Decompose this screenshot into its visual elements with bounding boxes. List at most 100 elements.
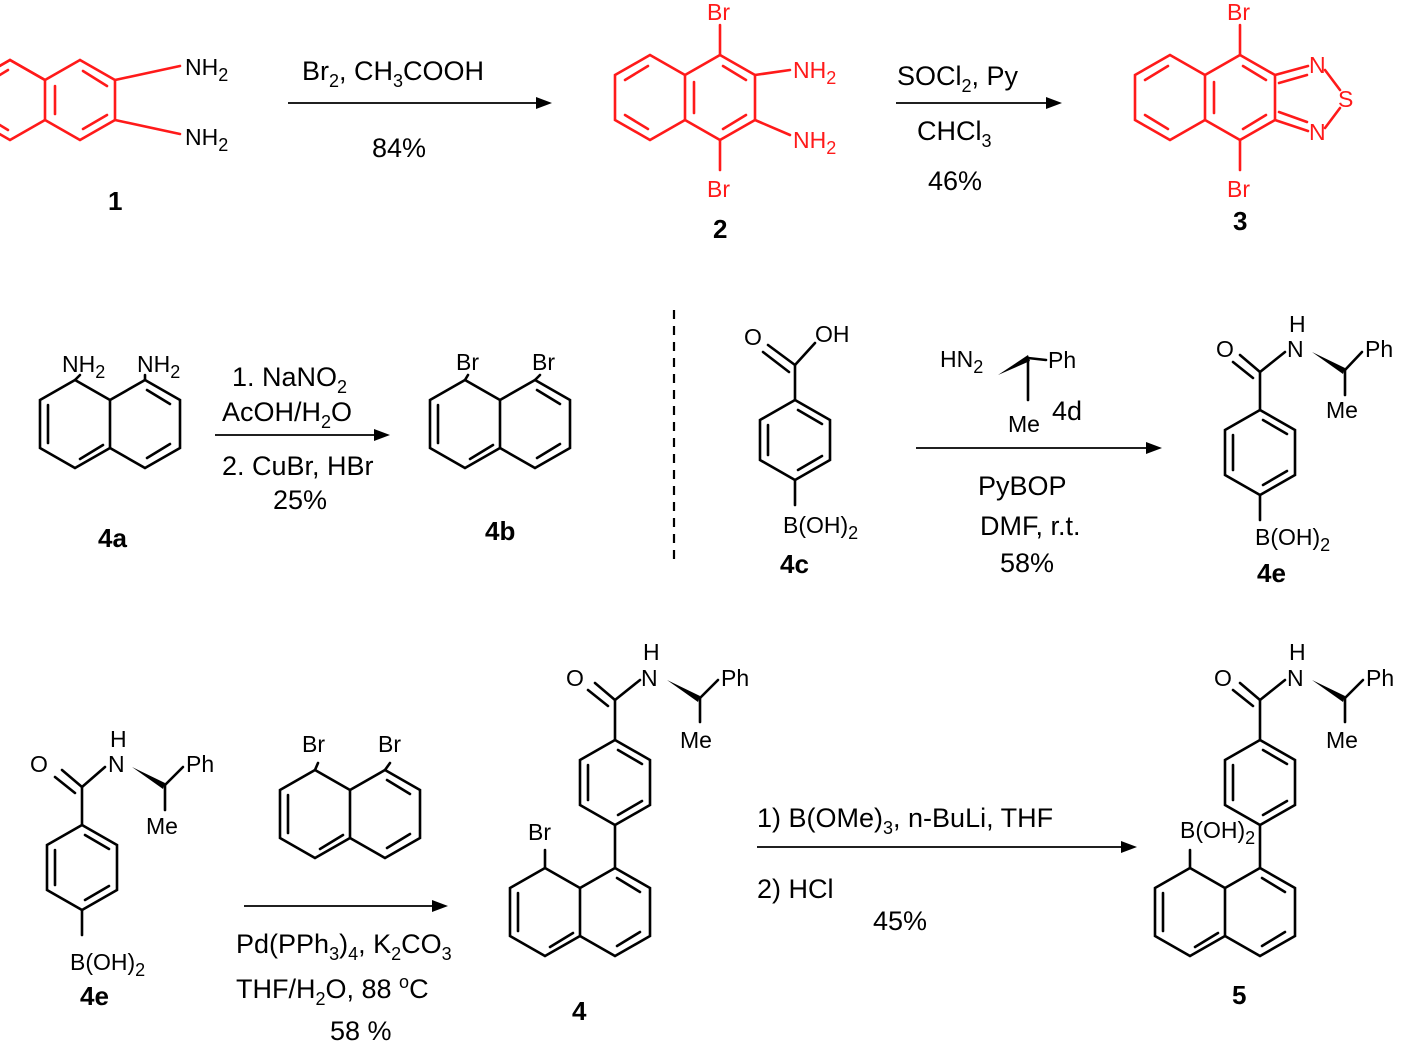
compound-4a-structure [38, 373, 182, 470]
nitrogen-label: N [1287, 336, 1304, 362]
amine-label: NH2 [793, 127, 836, 158]
methyl-label: Me [1326, 727, 1358, 753]
sulfur-label: S [1338, 86, 1353, 112]
hydrogen-label: H [643, 639, 660, 665]
bromine-label: Br [707, 0, 730, 25]
reaction-arrow-5: Pd(PPh3)4, K2CO3 THF/H2O, 88 oC 58 % [236, 900, 452, 1043]
step6-yield: 45% [873, 906, 927, 936]
compound-number-2: 2 [713, 214, 727, 244]
step3-solvent: AcOH/H2O [222, 397, 352, 432]
boronic-acid-label: B(OH)2 [1255, 524, 1330, 555]
compound-5-structure [1153, 678, 1365, 958]
amine-label: NH2 [137, 351, 180, 382]
oxygen-label: O [744, 324, 762, 350]
compound-3-structure [1133, 23, 1342, 172]
hydrogen-label: H [1289, 639, 1306, 665]
compound-1-structure [0, 58, 182, 142]
compound-number-1: 1 [108, 186, 122, 216]
amine-label: NH2 [62, 351, 105, 382]
phenyl-label: Ph [1366, 665, 1394, 691]
dibromonaphthalene-reagent: Br Br [278, 731, 422, 860]
compound-4b-structure [428, 373, 572, 470]
step3-yield: 25% [273, 485, 327, 515]
reaction-arrow-4: PyBOP DMF, r.t. 58% [916, 442, 1162, 578]
compound-3-labels: Br Br N N S 3 [1227, 0, 1353, 236]
compound-4a-labels: NH2 NH2 4a [62, 351, 180, 553]
compound-4e-labels-repeat: O H N Ph Me B(OH)2 4e [30, 726, 214, 1011]
nitrogen-label: N [1287, 665, 1304, 691]
compound-4e-structure-repeat [45, 765, 185, 937]
compound-4c-labels: O OH B(OH)2 4c [744, 321, 858, 579]
reaction-arrow-2: SOCl2, Py CHCl3 46% [896, 61, 1062, 196]
methyl-label: Me [146, 813, 178, 839]
nitrogen-label: N [641, 665, 658, 691]
compound-number-4c: 4c [780, 549, 809, 579]
step2-yield: 46% [928, 166, 982, 196]
compound-4e-labels: O H N Ph Me B(OH)2 4e [1216, 311, 1393, 588]
bromine-label: Br [528, 819, 551, 845]
methyl-label: Me [1326, 397, 1358, 423]
step1-yield: 84% [372, 133, 426, 163]
step2-solvent: CHCl3 [917, 116, 992, 151]
hydrogen-label: H [110, 726, 127, 752]
bromine-label: Br [378, 731, 401, 757]
compound-number-4e: 4e [1257, 558, 1286, 588]
compound-2-structure [613, 23, 792, 172]
amine-label: NH2 [185, 124, 228, 155]
compound-number-4a: 4a [98, 523, 127, 553]
amine-compound-number: 4d [1052, 396, 1082, 426]
step4-yield: 58% [1000, 548, 1054, 578]
nitrogen-label: N [108, 751, 125, 777]
reaction-arrow-1: Br2, CH3COOH 84% [288, 56, 552, 163]
step1-reagents: Br2, CH3COOH [302, 56, 484, 91]
methyl-label: Me [1008, 411, 1040, 437]
oxygen-label: O [1214, 665, 1232, 691]
compound-number-5: 5 [1232, 980, 1246, 1010]
amine-label: NH2 [793, 57, 836, 88]
reaction-arrow-6: 1) B(OMe)3, n-BuLi, THF 2) HCl 45% [757, 803, 1137, 936]
bromine-label: Br [1227, 176, 1250, 202]
step3-reagent-1: 1. NaNO2 [232, 362, 347, 397]
compound-4b-labels: Br Br 4b [456, 349, 555, 546]
phenyl-label: Ph [1365, 336, 1393, 362]
bromine-label: Br [1227, 0, 1250, 25]
compound-number-3: 3 [1233, 206, 1247, 236]
phenyl-label: Ph [186, 751, 214, 777]
boronic-acid-label: B(OH)2 [1180, 817, 1255, 848]
bromine-label: Br [532, 349, 555, 375]
compound-1-labels: NH2 NH2 1 [108, 54, 228, 216]
bromine-label: Br [302, 731, 325, 757]
boronic-acid-label: B(OH)2 [70, 949, 145, 980]
oxygen-label: O [566, 665, 584, 691]
hydroxyl-label: OH [815, 321, 850, 347]
reaction-arrow-3: 1. NaNO2 AcOH/H2O 2. CuBr, HBr 25% [215, 362, 390, 515]
step5-reagents: Pd(PPh3)4, K2CO3 [236, 929, 452, 964]
phenyl-label: Ph [1048, 347, 1076, 373]
nitrogen-label: N [1309, 52, 1326, 78]
compound-5-labels: O H N Ph Me B(OH)2 5 [1180, 639, 1394, 1010]
compound-4-structure [508, 678, 720, 958]
amine-label: HN2 [940, 346, 983, 377]
oxygen-label: O [30, 751, 48, 777]
step5-conditions: THF/H2O, 88 oC [236, 972, 429, 1009]
phenyl-label: Ph [721, 665, 749, 691]
compound-4-labels: O H N Ph Me Br 4 [528, 639, 749, 1026]
methyl-label: Me [680, 727, 712, 753]
bromine-label: Br [456, 349, 479, 375]
step4-reagent: PyBOP [978, 471, 1067, 501]
compound-4d-structure: HN2 Ph Me 4d [940, 346, 1082, 437]
compound-4c-structure [758, 341, 832, 507]
oxygen-label: O [1216, 336, 1234, 362]
step2-reagents: SOCl2, Py [897, 61, 1019, 96]
compound-2-labels: Br Br NH2 NH2 2 [707, 0, 836, 244]
compound-number-4b: 4b [485, 516, 515, 546]
compound-number-4: 4 [572, 996, 587, 1026]
compound-number-4e-repeat: 4e [80, 981, 109, 1011]
step6-reagents: 1) B(OMe)3, n-BuLi, THF [757, 803, 1053, 838]
bromine-label: Br [707, 176, 730, 202]
compound-4e-structure [1223, 350, 1364, 522]
step3-reagent-2: 2. CuBr, HBr [222, 451, 374, 481]
boronic-acid-label: B(OH)2 [783, 512, 858, 543]
step5-yield: 58 % [330, 1016, 392, 1043]
